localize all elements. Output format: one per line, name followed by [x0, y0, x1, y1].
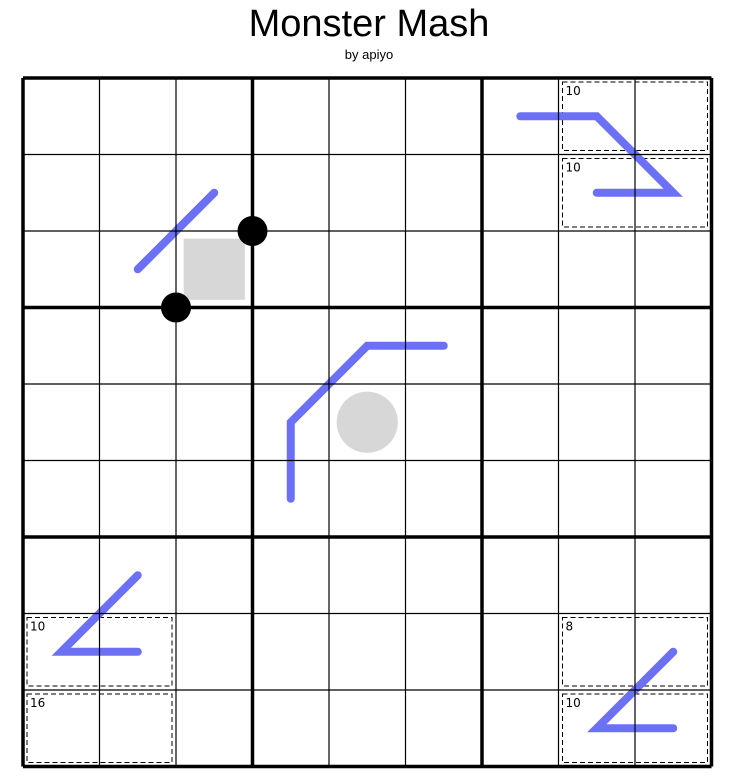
cell-r9c5[interactable] — [329, 690, 406, 767]
shading-layer — [183, 238, 398, 453]
cell-r5c3[interactable] — [176, 384, 253, 461]
cell-r5c9[interactable] — [635, 384, 712, 461]
shaded-circle — [336, 391, 398, 453]
cell-r8c5[interactable] — [329, 613, 406, 691]
cell-r2c7[interactable] — [482, 154, 559, 232]
line-bottom-right — [587, 647, 678, 733]
puzzle-title: Monster Mash — [248, 3, 490, 45]
cell-r5c2[interactable] — [99, 384, 177, 461]
cage-sum: 8 — [566, 620, 574, 634]
cell-r3c5[interactable] — [329, 231, 406, 308]
cell-r2c5[interactable] — [329, 154, 406, 232]
cell-r9c3[interactable] — [176, 690, 253, 767]
cell-r1c6[interactable] — [405, 78, 483, 155]
cell-r7c6[interactable] — [405, 537, 483, 614]
dot-layer — [161, 216, 268, 323]
cell-r2c1[interactable] — [23, 154, 100, 232]
line-bottom-left — [51, 571, 142, 656]
cell-r7c7[interactable] — [482, 537, 559, 614]
cell-r8c8[interactable] — [558, 613, 636, 691]
cell-r6c3[interactable] — [176, 460, 253, 538]
cell-r6c8[interactable] — [558, 460, 636, 538]
cell-r9c7[interactable] — [482, 690, 559, 767]
cage-sum: 10 — [566, 84, 581, 98]
cell-r9c6[interactable] — [405, 690, 483, 767]
shaded-square — [183, 238, 245, 300]
cell-r6c7[interactable] — [482, 460, 559, 538]
cell-r4c4[interactable] — [252, 307, 330, 385]
cell-r8c7[interactable] — [482, 613, 559, 691]
cell-r3c7[interactable] — [482, 231, 559, 308]
cell-r1c9[interactable] — [635, 78, 712, 155]
black-dot — [161, 292, 191, 323]
cage-sum: 10 — [566, 696, 581, 710]
cell-r2c4[interactable] — [252, 154, 330, 232]
cell-r9c1[interactable] — [23, 690, 100, 767]
cell-r1c1[interactable] — [23, 78, 100, 155]
cell-r6c1[interactable] — [23, 460, 100, 538]
cell-r5c8[interactable] — [558, 384, 636, 461]
cell-r4c2[interactable] — [99, 307, 177, 385]
cell-r2c6[interactable] — [405, 154, 483, 232]
cell-r7c1[interactable] — [23, 537, 100, 614]
cell-r8c6[interactable] — [405, 613, 483, 691]
cell-r3c4[interactable] — [252, 231, 330, 308]
cell-r2c2[interactable] — [99, 154, 177, 232]
cell-r7c3[interactable] — [176, 537, 253, 614]
cell-r5c1[interactable] — [23, 384, 100, 461]
cell-r5c7[interactable] — [482, 384, 559, 461]
cell-r1c3[interactable] — [176, 78, 253, 155]
cell-r4c8[interactable] — [558, 307, 636, 385]
cell-r3c8[interactable] — [558, 231, 636, 308]
cell-r6c9[interactable] — [635, 460, 712, 538]
cell-r1c2[interactable] — [99, 78, 177, 155]
cage-sum: 10 — [566, 161, 581, 175]
cage-sum: 10 — [30, 620, 45, 634]
cell-r4c7[interactable] — [482, 307, 559, 385]
cell-r3c1[interactable] — [23, 231, 100, 308]
cell-r4c1[interactable] — [23, 307, 100, 385]
cell-r8c3[interactable] — [176, 613, 253, 691]
cell-r6c5[interactable] — [329, 460, 406, 538]
cage-sum: 16 — [30, 696, 45, 710]
cell-r4c9[interactable] — [635, 307, 712, 385]
cell-r7c4[interactable] — [252, 537, 330, 614]
grid-layer — [21, 76, 714, 769]
cell-r7c5[interactable] — [329, 537, 406, 614]
cell-r7c9[interactable] — [635, 537, 712, 614]
cell-r1c4[interactable] — [252, 78, 330, 155]
black-dot — [237, 216, 268, 246]
cell-r4c3[interactable] — [176, 307, 253, 385]
cell-r5c6[interactable] — [405, 384, 483, 461]
cell-r9c2[interactable] — [99, 690, 177, 767]
cell-r1c5[interactable] — [329, 78, 406, 155]
cell-r9c4[interactable] — [252, 690, 330, 767]
cell-r7c8[interactable] — [558, 537, 636, 614]
cell-r8c4[interactable] — [252, 613, 330, 691]
cell-r3c9[interactable] — [635, 231, 712, 308]
puzzle-author: by apiyo — [344, 47, 394, 62]
cell-r6c6[interactable] — [405, 460, 483, 538]
cell-r6c2[interactable] — [99, 460, 177, 538]
cell-r3c6[interactable] — [405, 231, 483, 308]
